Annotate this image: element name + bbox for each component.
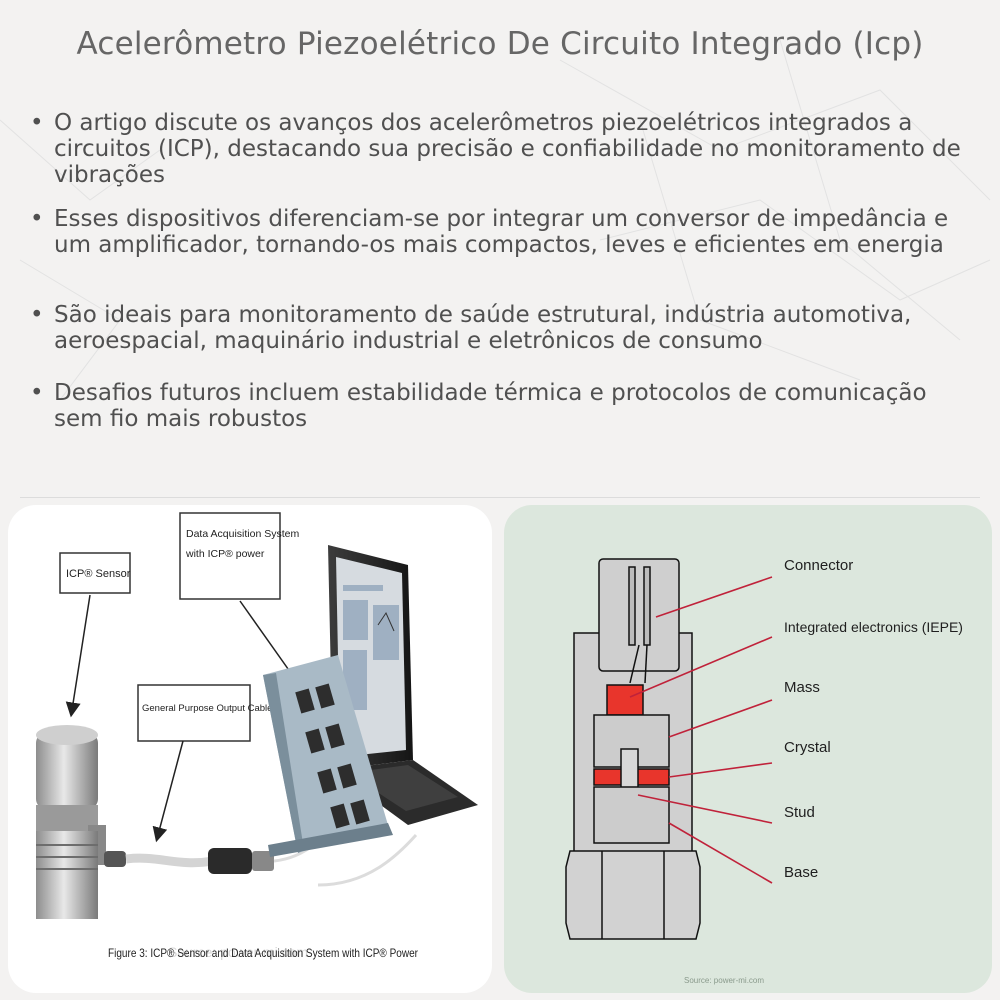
bullet-item: •Esses dispositivos diferenciam-se por i… bbox=[30, 206, 980, 258]
daq-label-line2: with ICP® power bbox=[185, 548, 265, 560]
label-base: Base bbox=[784, 864, 818, 881]
mass-shape bbox=[606, 684, 644, 716]
bullet-item: •São ideais para monitoramento de saúde … bbox=[30, 302, 980, 354]
sensor-label-box bbox=[59, 552, 131, 594]
leader-lines bbox=[629, 576, 773, 884]
section-divider bbox=[20, 497, 980, 498]
sensor-label: ICP® Sensor bbox=[66, 568, 131, 580]
label-integrated-electronics: Integrated electronics (IEPE) bbox=[784, 619, 963, 635]
source-credit: Source: power-mi.com bbox=[684, 976, 764, 985]
label-stud: Stud bbox=[784, 804, 815, 821]
figure-caption: Figure 3: ICP® Sensor and Data Acquisiti… bbox=[108, 946, 418, 960]
accelerometer-diagram: Connector Integrated electronics (IEPE) … bbox=[504, 505, 992, 993]
cable-arrow bbox=[152, 740, 184, 843]
label-mass: Mass bbox=[784, 679, 820, 696]
hex-base-shape bbox=[565, 850, 701, 940]
connector-shape bbox=[598, 558, 680, 672]
label-connector: Connector bbox=[784, 557, 853, 574]
icp-system-figure: ICP® Sensor Data Acquisition System with… bbox=[8, 505, 492, 993]
background-network-pattern bbox=[0, 39, 991, 401]
bullet-text: São ideais para monitoramento de saúde e… bbox=[54, 302, 912, 354]
daq-chassis-illustration bbox=[263, 655, 393, 857]
label-crystal: Crystal bbox=[784, 739, 831, 756]
base-block bbox=[593, 786, 670, 844]
bullet-item: •O artigo discute os avanços dos acelerô… bbox=[30, 110, 980, 188]
page-title: Acelerômetro Piezoelétrico De Circuito I… bbox=[76, 26, 924, 62]
bullet-item: •Desafios futuros incluem estabilidade t… bbox=[30, 380, 980, 432]
cable-label: General Purpose Output Cable bbox=[142, 703, 272, 714]
bullet-text: Esses dispositivos diferenciam-se por in… bbox=[54, 206, 949, 258]
cable-label-box bbox=[137, 684, 251, 742]
watermark-text: Source: power-mi.com bbox=[168, 944, 308, 960]
bullet-text: O artigo discute os avanços dos acelerôm… bbox=[54, 110, 961, 188]
icp-sensor-illustration bbox=[36, 725, 106, 919]
daq-label-line1: Data Acquisition System bbox=[186, 528, 299, 540]
sensor-arrow bbox=[65, 594, 91, 718]
daq-label-box bbox=[179, 512, 281, 600]
bullet-text: Desafios futuros incluem estabilidade té… bbox=[54, 380, 927, 432]
